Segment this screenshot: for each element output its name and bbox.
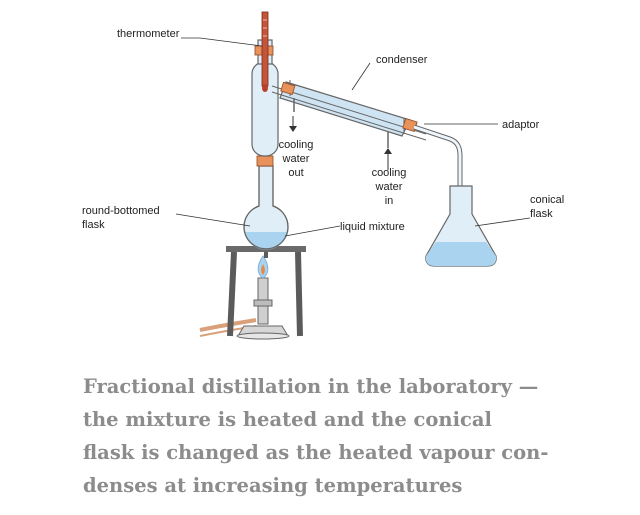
caption-line-2: the mixture is heated and the conical [83,408,492,431]
leader-lines [175,37,531,237]
caption-line-1: Fractional distillation in the laborator… [83,375,539,398]
figure-caption: Fractional distillation in the laborator… [83,370,623,502]
cooling-out-line-3: out [288,167,303,179]
round-bottomed-flask-label: round-bottomed flask [82,205,160,231]
cooling-water-in-label: cooling water in [372,167,407,207]
condenser-label: condenser [376,54,428,66]
thermometer-label: thermometer [117,28,180,40]
conical-flask-line-2: flask [530,208,553,220]
cooling-in-line-3: in [385,195,394,207]
caption-line-4: denses at increasing temperatures [83,474,463,497]
flame-icon [257,255,269,279]
round-bottomed-flask-line-2: flask [82,219,105,231]
thermometer [261,11,269,92]
conical-flask [425,185,497,267]
liquid-mixture-label: liquid mixture [340,221,405,233]
cooling-in-line-1: cooling [372,167,407,179]
adaptor [402,117,463,194]
adaptor-label: adaptor [502,119,540,131]
condenser [271,80,427,148]
round-bottomed-flask-line-1: round-bottomed [82,205,160,217]
cooling-water-out-label: cooling water out [279,139,314,179]
cooling-out-line-1: cooling [279,139,314,151]
cooling-in-arrowhead [384,148,392,154]
caption-line-3: flask is changed as the heated vapour co… [83,441,549,464]
conical-flask-label: conical flask [530,194,564,220]
cooling-out-line-2: water [282,153,310,165]
conical-flask-line-1: conical [530,194,564,206]
round-bottomed-flask [243,165,289,250]
cooling-in-line-2: water [375,181,403,193]
cooling-out-arrowhead [289,126,297,132]
distillation-diagram: thermometer condenser adaptor cooling wa… [82,11,564,340]
bunsen-burner [199,277,290,340]
flask-stopper [256,155,274,167]
